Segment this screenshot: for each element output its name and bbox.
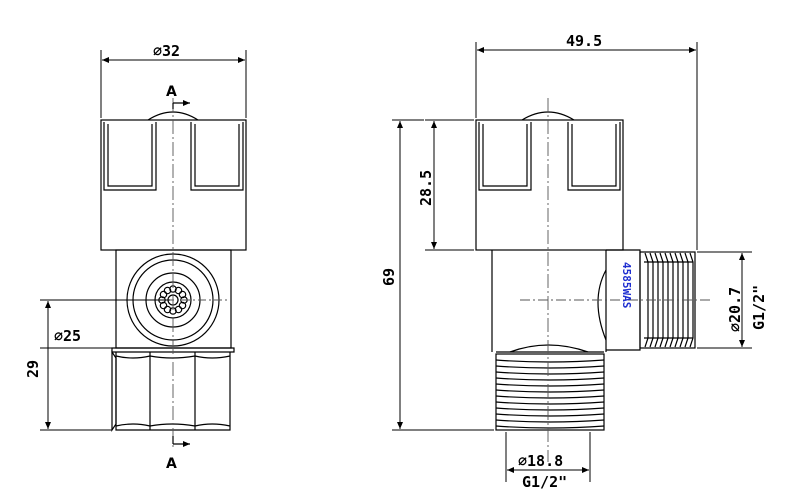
front-view [100,111,247,432]
side-bottom-thread-crown [509,344,589,353]
dim-side-bottom-dia-label: ⌀18.8 [518,452,563,470]
dim-front-width [100,50,247,118]
section-arrow-bottom [172,436,190,444]
dim-front-width-label: ⌀32 [153,42,180,60]
dim-side-right-dia [697,251,752,349]
front-nut-left-edge [111,350,117,432]
front-handle-slot-left [103,122,157,191]
front-handle-slot-right-inner [194,124,240,187]
dim-side-right-dia-label: ⌀20.7 [726,287,744,332]
front-nut-top-chamfer [111,347,235,353]
side-handle-slot-right [567,122,621,191]
front-handle-slot-left-inner [107,124,153,187]
side-handle-slot-left-inner [482,124,528,187]
dim-side-width [475,42,698,250]
front-nut-arcs-bottom [115,423,231,427]
dim-front-nut-dia-label: ⌀25 [54,327,81,345]
side-view [475,111,696,431]
side-handle-body [475,119,624,251]
dim-side-bottom-thread-label: G1/2" [522,473,567,491]
dim-side-upper-height-label: 28.5 [417,170,435,206]
section-label-bottom: A [166,456,177,472]
dim-side-upper-height [425,119,474,251]
side-outlet-curve [597,269,607,341]
side-handle-slot-left [478,122,532,191]
front-nut-arcs-top [115,355,231,359]
dim-front-height [40,301,112,431]
dim-front-height-label: 29 [24,360,42,378]
dim-side-total-height-label: 69 [380,268,398,286]
dim-front-nut-dia [40,299,170,349]
side-bottom-thread-lines [495,359,605,429]
section-label-top: A [166,84,177,100]
dim-side-right-thread-label: G1/2" [750,285,768,330]
dim-side-bottom-dia [505,432,591,482]
dim-side-width-label: 49.5 [566,32,602,50]
valve-marking: 4585WAS [620,262,633,308]
front-handle-slot-right [190,122,244,191]
dim-side-total-height [392,119,494,431]
section-arrow-top [172,103,190,109]
side-valve-body [491,250,607,352]
side-bottom-thread [495,353,605,431]
front-handle-body [100,119,247,251]
side-handle-slot-right-inner [571,124,617,187]
